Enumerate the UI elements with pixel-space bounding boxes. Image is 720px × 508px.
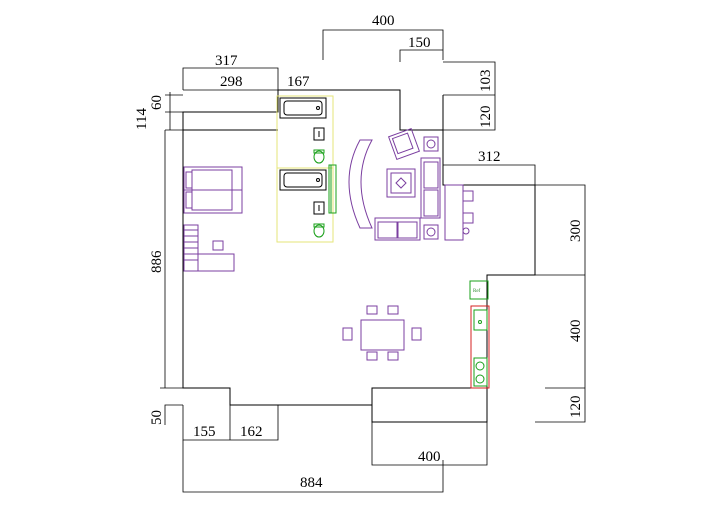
living-room-set xyxy=(348,127,441,241)
dim-right-300: 300 xyxy=(568,220,584,243)
double-bed xyxy=(183,166,243,214)
bathtub-upper xyxy=(279,97,327,119)
refrigerator: Ref xyxy=(469,280,489,300)
side-table xyxy=(444,184,474,241)
exterior-walls xyxy=(182,89,536,423)
dim-top-167: 167 xyxy=(287,74,310,90)
dim-top-150: 150 xyxy=(408,35,431,51)
dim-left-114: 114 xyxy=(134,108,150,130)
dimension-labels: 400 150 317 298 167 114 60 103 120 312 3… xyxy=(134,13,584,491)
dim-bottom-162: 162 xyxy=(240,424,263,440)
dim-left-886: 886 xyxy=(149,250,165,273)
dim-right-103: 103 xyxy=(478,70,494,93)
dim-top-298: 298 xyxy=(220,74,243,90)
bath-fixtures xyxy=(313,127,337,238)
dim-bottom-884: 884 xyxy=(300,475,323,491)
dim-left-50: 50 xyxy=(149,410,165,425)
bathroom-zone xyxy=(276,95,334,243)
kitchen-counter xyxy=(470,305,490,389)
dimension-lines xyxy=(160,29,586,493)
dining-set xyxy=(342,305,422,361)
dim-right-400: 400 xyxy=(568,320,584,343)
wardrobe-desk xyxy=(183,224,235,272)
dim-top-400: 400 xyxy=(372,13,395,29)
dim-right-120-top: 120 xyxy=(478,106,494,129)
dim-right-120-bottom: 120 xyxy=(568,396,584,419)
bathtub-lower xyxy=(279,169,327,191)
dim-right-312: 312 xyxy=(478,149,501,165)
dim-bottom-400: 400 xyxy=(418,449,441,465)
dim-bottom-155: 155 xyxy=(193,424,216,440)
fridge-label: Ref xyxy=(473,289,481,294)
dim-top-317: 317 xyxy=(215,53,238,69)
dim-left-60: 60 xyxy=(149,95,165,110)
